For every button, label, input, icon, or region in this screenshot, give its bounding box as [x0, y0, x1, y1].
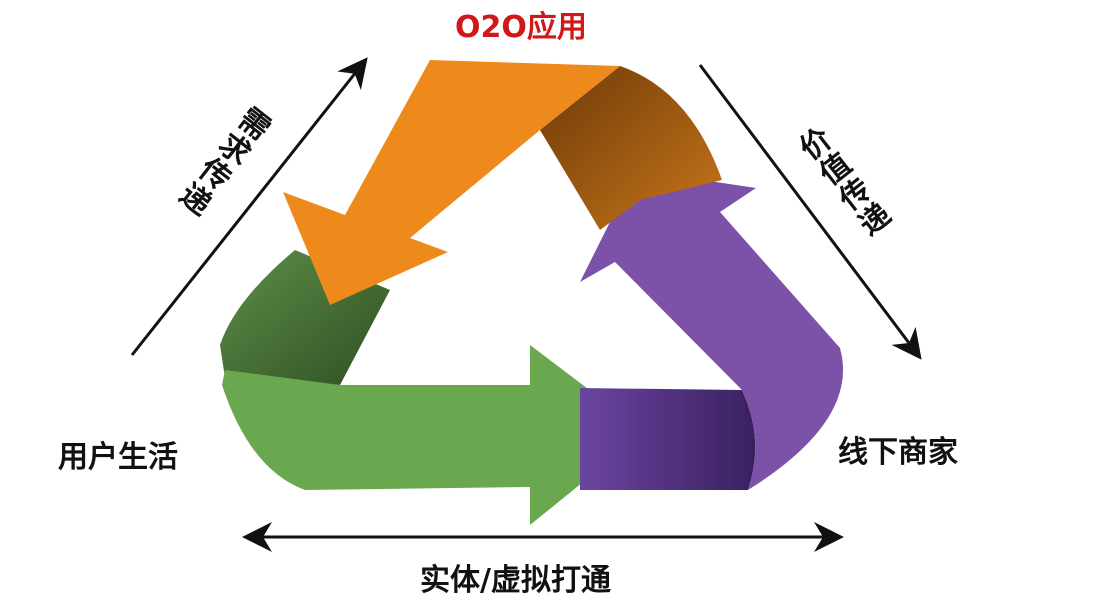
online-offline-connect-label: 实体/虚拟打通 — [420, 563, 611, 598]
purple-arrow — [580, 170, 844, 490]
orange-arrow — [283, 60, 620, 305]
orange-fold — [540, 66, 722, 230]
diagram-title: O2O应用 — [455, 10, 587, 45]
demand-arrow-line — [130, 57, 368, 356]
purple-fold — [580, 388, 756, 490]
user-life-label: 用户生活 — [58, 440, 178, 475]
value-arrow-line — [698, 64, 922, 360]
green-arrow — [222, 345, 645, 525]
offline-merchant-label: 线下商家 — [838, 435, 958, 470]
